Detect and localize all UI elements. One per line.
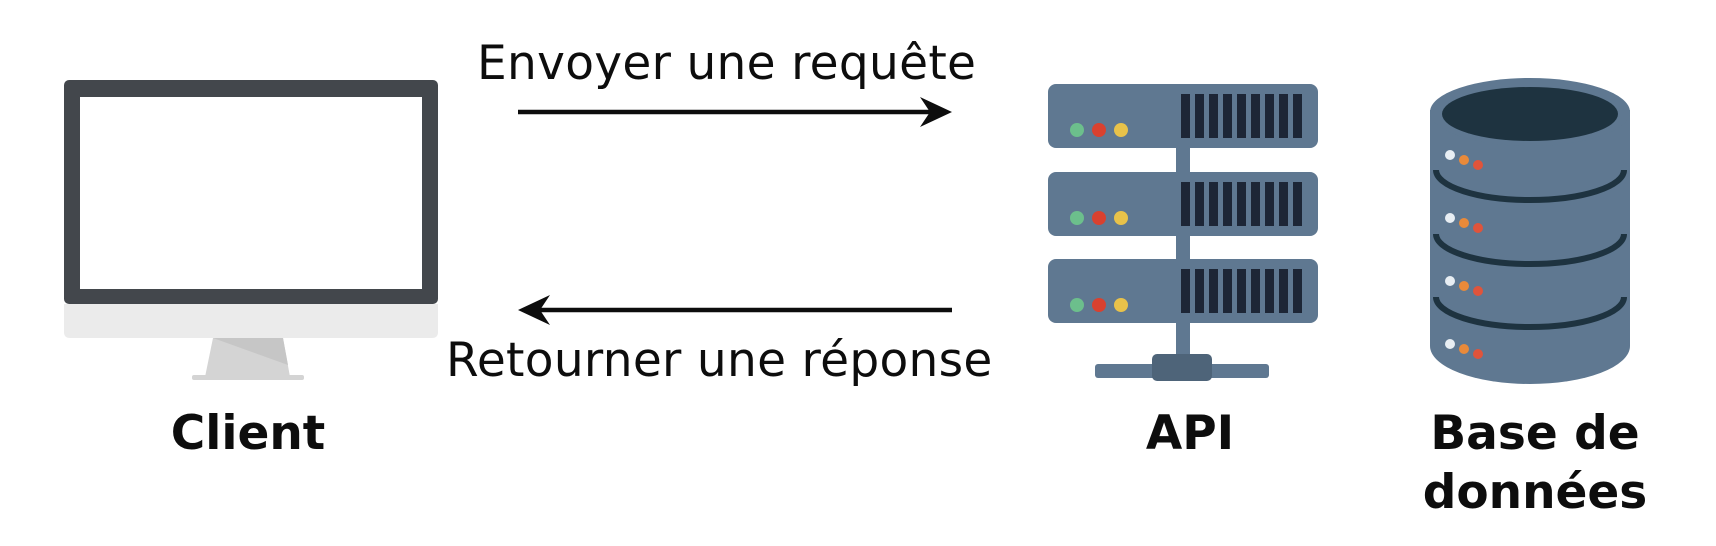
client-label: Client (170, 406, 326, 461)
database-top (1442, 87, 1618, 141)
database-body (1430, 110, 1630, 384)
server-unit-2 (1048, 172, 1318, 236)
request-arrow (518, 97, 952, 127)
database-label: Base de données (1400, 405, 1670, 523)
monitor-stand-shade (213, 338, 288, 365)
response-arrow (518, 295, 952, 325)
database-divider-3 (1433, 296, 1627, 330)
monitor-base (192, 375, 304, 380)
response-arrow-head (518, 295, 550, 325)
response-arrow-label: Retourner une réponse (446, 333, 993, 388)
database-cylinder-icon (1430, 78, 1630, 384)
database-leds-4 (1445, 339, 1483, 359)
server-unit-3 (1048, 259, 1318, 323)
database-divider-2 (1433, 233, 1627, 267)
database-label-line2: données (1422, 464, 1648, 520)
database-leds-2 (1445, 213, 1483, 233)
database-divider-1 (1433, 169, 1627, 203)
monitor-chin (64, 304, 438, 338)
database-leds-1 (1445, 150, 1483, 170)
server-rack-foot (1152, 354, 1212, 381)
api-label: API (1145, 406, 1235, 461)
server-rack-pole (1176, 120, 1190, 360)
database-leds-3 (1445, 276, 1483, 296)
request-arrow-head (920, 97, 952, 127)
monitor-screen (80, 97, 422, 289)
server-rack-icon (1048, 84, 1318, 381)
monitor-icon (64, 80, 438, 380)
server-unit-1 (1048, 84, 1318, 148)
request-arrow-label: Envoyer une requête (477, 36, 977, 91)
database-label-line1: Base de (1430, 406, 1640, 461)
